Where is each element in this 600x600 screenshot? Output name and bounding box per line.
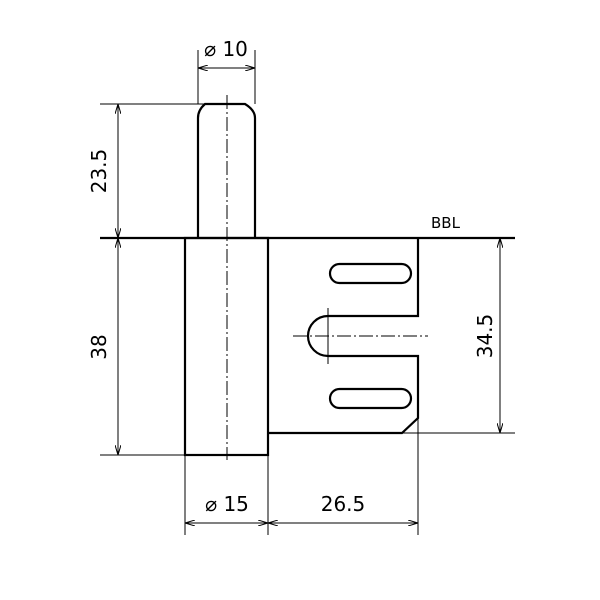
dimension-pin-length: 23.5 bbox=[87, 103, 205, 238]
upper-slot bbox=[328, 262, 413, 285]
svg-text:38: 38 bbox=[87, 334, 111, 359]
svg-text:34.5: 34.5 bbox=[473, 314, 497, 359]
lower-slot bbox=[328, 387, 413, 410]
dimension-pin-diameter: ⌀ 10 bbox=[197, 37, 256, 104]
barrel-outline bbox=[183, 236, 270, 457]
svg-text:⌀ 15: ⌀ 15 bbox=[205, 492, 249, 516]
reference-label-bbl: BBL bbox=[431, 214, 461, 232]
svg-text:26.5: 26.5 bbox=[321, 492, 366, 516]
dimension-barrel-length: 38 bbox=[87, 238, 185, 456]
svg-text:23.5: 23.5 bbox=[87, 149, 111, 194]
svg-text:⌀ 10: ⌀ 10 bbox=[204, 37, 248, 61]
dimension-barrel-diameter: ⌀ 15 bbox=[184, 455, 269, 535]
dimension-plate-width: 26.5 bbox=[268, 418, 419, 535]
dimension-plate-height: 34.5 bbox=[402, 238, 515, 434]
